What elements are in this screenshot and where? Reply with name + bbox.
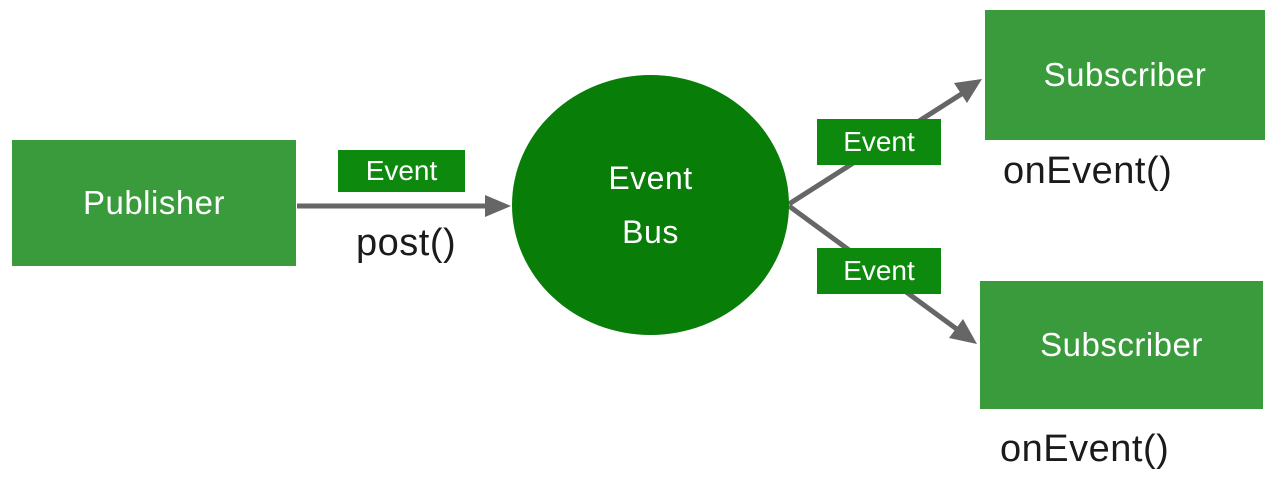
- post-method-label: post(): [356, 222, 457, 264]
- event-bus-label-line2: Bus: [622, 214, 679, 250]
- publisher-to-bus-arrow: [297, 195, 511, 217]
- publisher-label: Publisher: [82, 184, 226, 221]
- publish-event-label: Event: [338, 150, 465, 192]
- deliver-event-label-bottom-text: Event: [843, 255, 915, 286]
- deliver-event-label-top: Event: [817, 119, 941, 165]
- onevent-method-label-bottom: onEvent(): [1000, 428, 1170, 470]
- subscriber-bottom-node: Subscriber: [980, 281, 1263, 409]
- onevent-method-label-top: onEvent(): [1003, 150, 1173, 192]
- subscriber-bottom-label: Subscriber: [1040, 326, 1203, 363]
- event-bus-node: Event Bus: [512, 75, 789, 335]
- subscriber-top-label: Subscriber: [1043, 56, 1207, 93]
- event-bus-label-line1: Event: [608, 160, 693, 196]
- subscriber-top-node: Subscriber: [985, 10, 1265, 140]
- publisher-node: Publisher: [12, 140, 296, 266]
- deliver-event-label-bottom: Event: [817, 248, 941, 294]
- deliver-event-label-top-text: Event: [843, 126, 915, 157]
- publish-event-label-text: Event: [365, 155, 438, 186]
